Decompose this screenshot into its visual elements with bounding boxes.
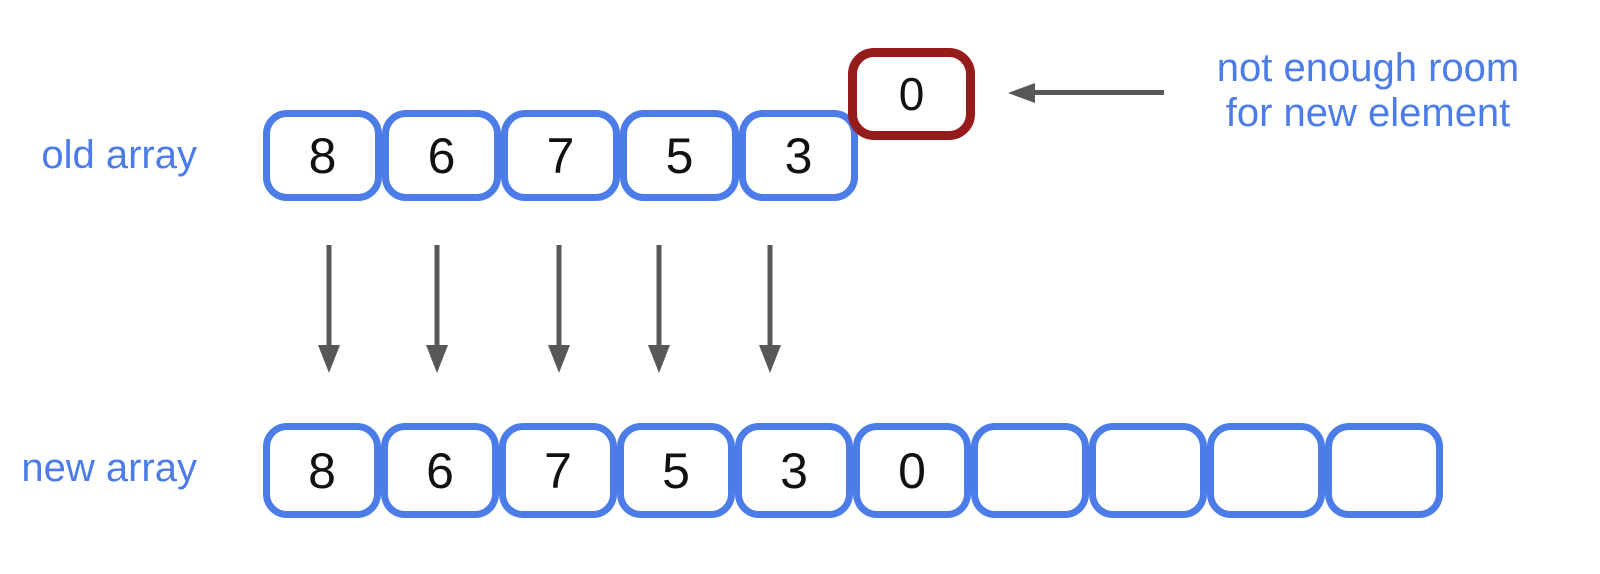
new-array-row: 8 6 7 5 3 0 [263, 423, 1443, 518]
new-array-cell: 7 [499, 423, 617, 518]
old-array-cell: 7 [501, 110, 620, 201]
left-arrow-shaft [1032, 90, 1164, 95]
new-array-cell: 5 [617, 423, 735, 518]
new-array-cell [1325, 423, 1443, 518]
new-array-cell [1089, 423, 1207, 518]
annotation-line-2: for new element [1225, 91, 1511, 135]
annotation-text: not enough room for new element [1168, 46, 1568, 136]
left-arrowhead [1008, 83, 1035, 103]
down-arrow-icon [426, 245, 448, 373]
new-array-cell: 0 [853, 423, 971, 518]
down-arrow-icon [648, 245, 670, 373]
new-array-label: new array [21, 446, 197, 490]
old-array-cell: 5 [620, 110, 739, 201]
down-arrow-icon [548, 245, 570, 373]
new-array-cell: 6 [381, 423, 499, 518]
old-array-cell: 6 [382, 110, 501, 201]
down-arrow-icon [318, 245, 340, 373]
new-array-cell: 8 [263, 423, 381, 518]
left-arrow-icon [1008, 83, 1164, 103]
down-arrow-icon [759, 245, 781, 373]
new-array-cell: 3 [735, 423, 853, 518]
new-array-cell [1207, 423, 1325, 518]
old-array-cell: 3 [739, 110, 858, 201]
overflow-element-box: 0 [848, 48, 975, 140]
annotation-line-1: not enough room [1216, 46, 1520, 90]
old-array-cell: 8 [263, 110, 382, 201]
new-array-cell [971, 423, 1089, 518]
old-array-row: 8 6 7 5 3 [263, 110, 858, 201]
old-array-label: old array [41, 133, 197, 177]
